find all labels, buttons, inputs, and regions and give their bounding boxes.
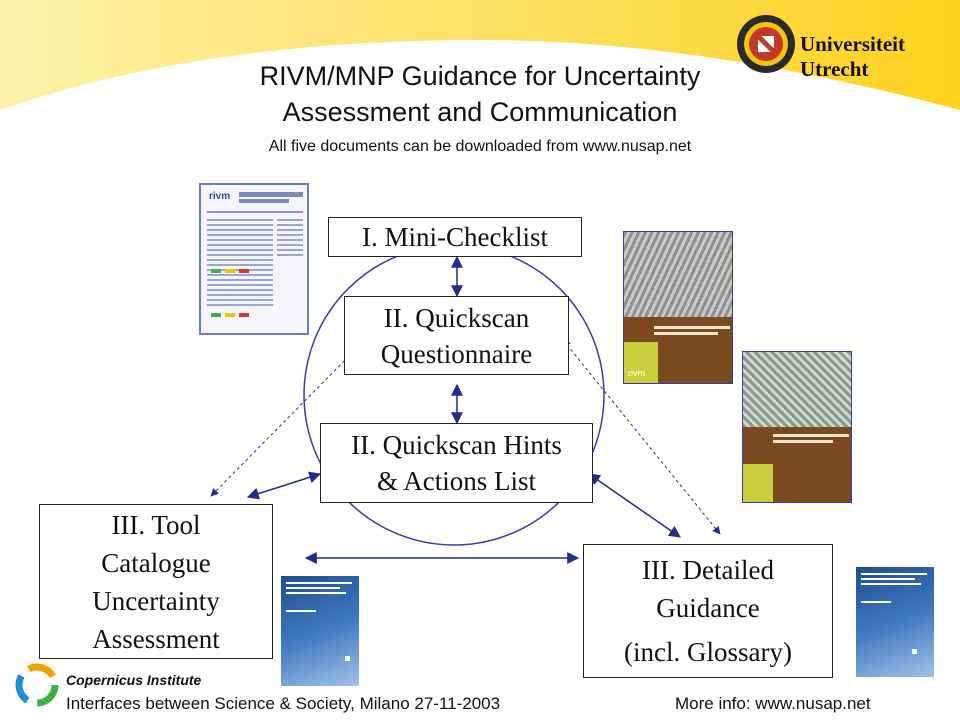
checklist-brand: rivm bbox=[209, 191, 231, 202]
university-name: Universiteit Utrecht bbox=[800, 32, 905, 81]
page-subtitle: All five documents can be downloaded fro… bbox=[268, 138, 692, 155]
dashed-arrow-box2-box4 bbox=[210, 351, 354, 497]
copernicus-logo-icon bbox=[14, 662, 60, 708]
cover-brand: rivm bbox=[628, 368, 645, 378]
box-detailed-guidance: III. Detailed Guidance (incl. Glossary) bbox=[583, 544, 833, 678]
detailed-guidance-cover-thumbnail bbox=[856, 567, 934, 677]
box-detailed-guidance-line3: (incl. Glossary) bbox=[624, 637, 792, 667]
questionnaire-cover-thumbnail: rivm bbox=[623, 231, 733, 384]
box-tool-catalogue-line2: Catalogue bbox=[101, 547, 211, 578]
footer-more-info: More info: www.nusap.net bbox=[675, 694, 871, 713]
checklist-document-thumbnail: rivm bbox=[199, 183, 309, 335]
box-mini-checklist-label: I. Mini-Checklist bbox=[362, 221, 548, 252]
box-quickscan-questionnaire-line1: II. Quickscan bbox=[383, 302, 530, 333]
page-title: RIVM/MNP Guidance for Uncertainty Assess… bbox=[160, 58, 800, 130]
box-quickscan-hints: II. Quickscan Hints & Actions List bbox=[320, 423, 593, 503]
title-line-2: Assessment and Communication bbox=[282, 97, 678, 127]
box-detailed-guidance-line2: Guidance bbox=[656, 593, 760, 623]
arrow-box3-box5 bbox=[588, 473, 681, 538]
box-quickscan-questionnaire-line2: Questionnaire bbox=[380, 338, 533, 369]
box-detailed-guidance-line1: III. Detailed bbox=[642, 555, 774, 585]
box-mini-checklist: I. Mini-Checklist bbox=[328, 217, 582, 257]
arrow-box3-box4 bbox=[246, 471, 322, 500]
box-quickscan-questionnaire: II. Quickscan Questionnaire bbox=[344, 296, 569, 375]
title-line-1: RIVM/MNP Guidance for Uncertainty bbox=[259, 61, 701, 91]
tool-catalogue-cover-thumbnail bbox=[281, 576, 359, 686]
university-seal-icon bbox=[736, 14, 796, 74]
box-tool-catalogue-line4: Assessment bbox=[92, 623, 220, 654]
footer-event: Interfaces between Science & Society, Mi… bbox=[66, 694, 501, 713]
institute-name: Copernicus Institute bbox=[66, 672, 202, 688]
box-quickscan-hints-line2: & Actions List bbox=[376, 466, 536, 496]
box-quickscan-hints-line1: II. Quickscan Hints bbox=[351, 430, 562, 460]
hints-cover-thumbnail bbox=[742, 351, 852, 503]
box-tool-catalogue: III. Tool Catalogue Uncertainty Assessme… bbox=[39, 504, 273, 659]
box-tool-catalogue-line3: Uncertainty bbox=[92, 585, 220, 616]
box-tool-catalogue-line1: III. Tool bbox=[111, 509, 201, 540]
